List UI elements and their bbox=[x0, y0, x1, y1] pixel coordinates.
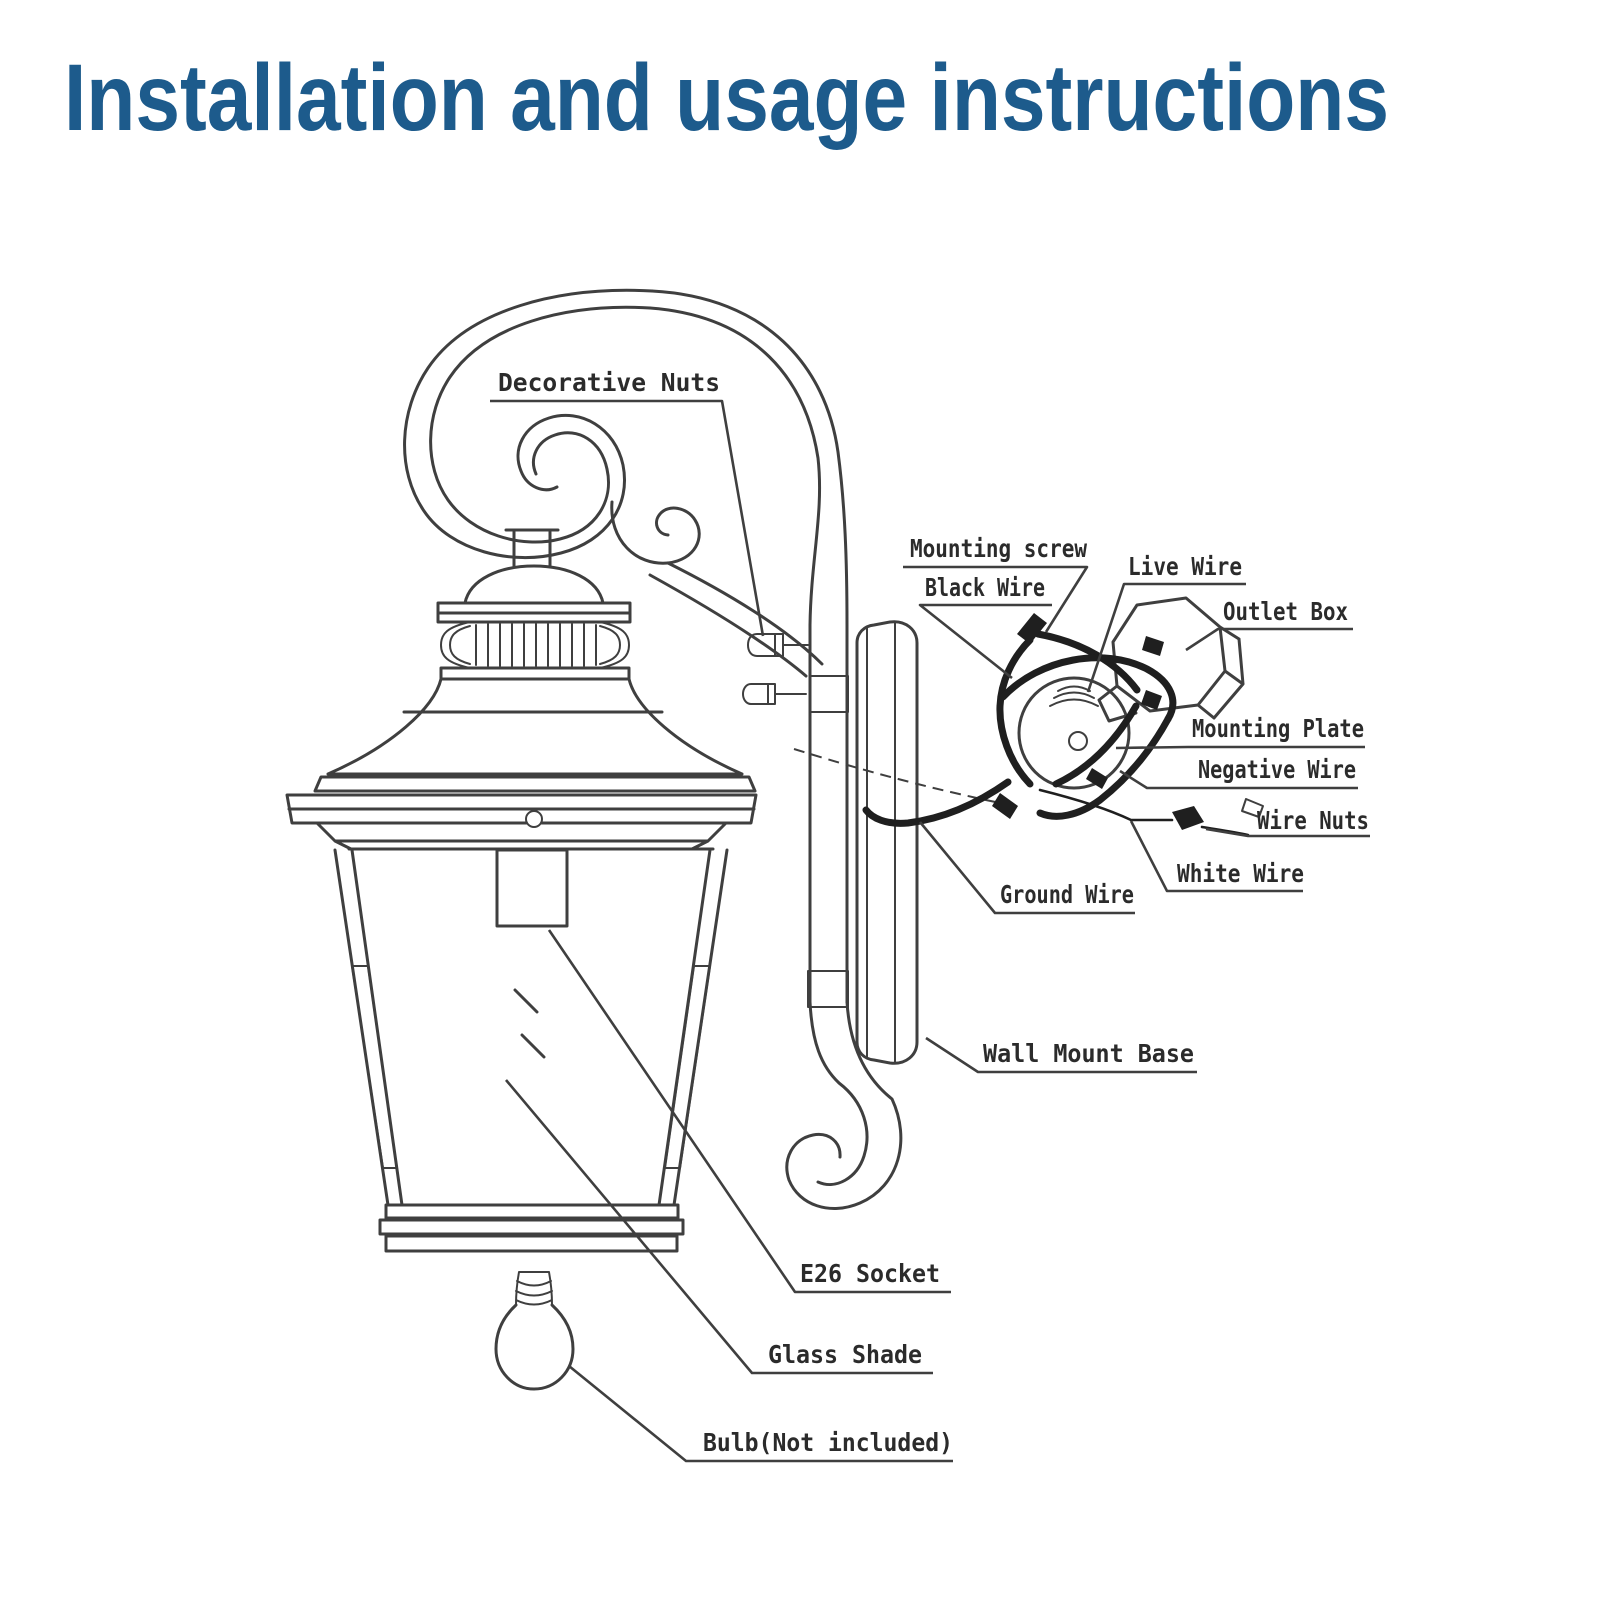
box-lower-wire bbox=[1052, 702, 1140, 788]
label-outlet-box: Outlet Box bbox=[1223, 597, 1348, 626]
callout-outlet-box: Outlet Box bbox=[1185, 597, 1353, 652]
label-white-wire: White Wire bbox=[1177, 859, 1304, 888]
leader-negative-wire bbox=[1119, 769, 1358, 790]
leader-bulb bbox=[568, 1364, 953, 1463]
plate-screw-right bbox=[1086, 768, 1108, 789]
label-wire-nuts: Wire Nuts bbox=[1257, 806, 1369, 835]
leader-wire-nuts bbox=[1205, 827, 1370, 838]
callout-mounting-screw: Mounting screw bbox=[903, 534, 1089, 633]
upper-loop-wire bbox=[999, 654, 1177, 723]
arm-bracket-tabs bbox=[807, 675, 849, 1008]
bulb-neck bbox=[515, 1271, 553, 1306]
mounting-plate-hole bbox=[1068, 731, 1088, 751]
arm-hook bbox=[785, 1000, 903, 1210]
leader-ground-wire bbox=[918, 821, 1135, 915]
callout-glass-shade: Glass Shade bbox=[505, 1079, 933, 1375]
leader-wall-mount-base bbox=[925, 1036, 1197, 1074]
arm-descender-inner bbox=[648, 306, 822, 1004]
negative-wire-shape bbox=[1036, 715, 1172, 820]
roof-bell bbox=[326, 677, 744, 776]
label-black-wire: Black Wire bbox=[925, 573, 1045, 602]
label-decorative-nuts: Decorative Nuts bbox=[498, 368, 720, 397]
bottom-bands bbox=[378, 1203, 685, 1253]
callout-wire-nuts: Wire Nuts bbox=[1205, 806, 1370, 838]
arm-scroll-outer bbox=[403, 288, 654, 560]
leader-outlet-box bbox=[1185, 627, 1353, 652]
corner-post-hatch-left bbox=[351, 965, 398, 1169]
leader-e26-socket bbox=[547, 929, 951, 1294]
label-negative-wire: Negative Wire bbox=[1198, 755, 1356, 784]
brim-knob bbox=[525, 810, 543, 828]
callout-live-wire: Live Wire bbox=[1086, 552, 1246, 693]
mounting-plate-clearing bbox=[1046, 696, 1102, 766]
callout-black-wire: Black Wire bbox=[918, 573, 1052, 680]
callout-labels: Decorative Nuts Mounting screw Black Wir… bbox=[490, 368, 1370, 1463]
wire-nut-shape bbox=[1172, 806, 1204, 830]
arm-scroll-inner bbox=[429, 305, 652, 544]
label-ground-wire: Ground Wire bbox=[1000, 880, 1134, 909]
leader-black-wire bbox=[918, 603, 1052, 680]
finial-stem bbox=[504, 528, 560, 568]
glass-reflection-ticks bbox=[513, 988, 546, 1059]
leader-live-wire bbox=[1086, 582, 1246, 693]
label-glass-shade: Glass Shade bbox=[768, 1340, 922, 1369]
label-wall-mount-base: Wall Mount Base bbox=[983, 1039, 1194, 1068]
plate-screw-bottom bbox=[992, 793, 1018, 819]
callout-ground-wire: Ground Wire bbox=[918, 821, 1135, 915]
lantern-drawing bbox=[285, 528, 758, 1391]
leader-mounting-plate bbox=[1115, 745, 1365, 750]
label-mounting-screw: Mounting screw bbox=[910, 534, 1088, 563]
finial-dome bbox=[463, 564, 605, 605]
callout-negative-wire: Negative Wire bbox=[1119, 755, 1358, 790]
mounting-plate-shape bbox=[1017, 676, 1131, 790]
mounting-screw-shape bbox=[1017, 613, 1047, 644]
callout-e26-socket: E26 Socket bbox=[547, 929, 951, 1294]
callout-decorative-nuts: Decorative Nuts bbox=[490, 368, 765, 637]
arm-volute-tail bbox=[648, 561, 824, 678]
ground-wire-shape bbox=[862, 778, 1012, 827]
leader-mounting-screw bbox=[903, 565, 1089, 633]
black-wire-shape bbox=[996, 636, 1034, 788]
leader-glass-shade bbox=[505, 1079, 933, 1375]
callout-wall-mount-base: Wall Mount Base bbox=[925, 1036, 1197, 1074]
top-band bbox=[436, 601, 632, 624]
hidden-wire-dash-line bbox=[793, 748, 1001, 804]
callout-bulb: Bulb(Not included) bbox=[568, 1364, 953, 1463]
callout-mounting-plate: Mounting Plate bbox=[1115, 714, 1365, 750]
callout-white-wire: White Wire bbox=[1129, 820, 1304, 893]
wall-plate-outline bbox=[855, 620, 919, 1065]
brim-stack bbox=[285, 775, 758, 851]
vent-slats bbox=[475, 623, 597, 667]
page-title: Installation and usage instructions bbox=[64, 45, 1389, 151]
arm-volute bbox=[610, 500, 701, 565]
wall-plate-inner-lines bbox=[866, 621, 896, 1064]
arm-descender-outer bbox=[650, 289, 849, 1004]
label-e26-socket: E26 Socket bbox=[800, 1259, 940, 1288]
label-bulb: Bulb(Not included) bbox=[703, 1428, 953, 1457]
wiring-detail bbox=[862, 596, 1264, 837]
corner-post-hatch-right bbox=[664, 965, 711, 1169]
wall-mount-base-drawing bbox=[793, 620, 1001, 1065]
wire-end-piece bbox=[1241, 798, 1264, 818]
drum-base-band bbox=[439, 666, 631, 681]
decorative-nut-top bbox=[747, 633, 809, 657]
scroll-arm bbox=[403, 288, 903, 1210]
decorative-nut-bottom bbox=[742, 683, 807, 705]
label-mounting-plate: Mounting Plate bbox=[1192, 714, 1364, 743]
label-live-wire: Live Wire bbox=[1128, 552, 1242, 581]
outlet-box-shape bbox=[1097, 596, 1245, 723]
bulb-shape bbox=[494, 1303, 575, 1391]
outlet-box-screws bbox=[1141, 636, 1164, 710]
spring-arcs bbox=[1049, 685, 1099, 707]
e26-socket-shape bbox=[495, 848, 569, 928]
leader-decorative-nuts bbox=[490, 399, 765, 637]
leader-white-wire bbox=[1129, 820, 1303, 893]
